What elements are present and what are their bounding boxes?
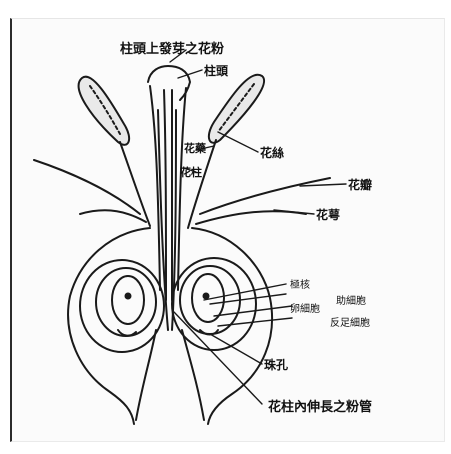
ovary-wall-right	[192, 228, 272, 424]
label-style: 花柱	[180, 164, 202, 180]
label-polar-nuclei: 極核	[290, 276, 310, 291]
label-anther: 花藥	[184, 140, 206, 156]
label-filament: 花絲	[260, 144, 284, 161]
label-micropyle: 珠孔	[264, 356, 288, 373]
label-stigma: 柱頭	[204, 62, 228, 79]
petal-left	[34, 160, 140, 214]
label-sepal: 花萼	[316, 206, 340, 223]
petal-right	[200, 178, 330, 214]
label-synergid: 助細胞	[336, 292, 366, 307]
left-anther	[79, 77, 130, 145]
label-egg-cell: 卵細胞	[290, 300, 320, 315]
ovary-wall-left	[68, 228, 150, 424]
label-petal: 花瓣	[348, 176, 372, 193]
style-right	[178, 88, 186, 290]
label-antipodal: 反足細胞	[330, 314, 370, 329]
stigma	[148, 66, 190, 100]
label-pollen-on-stigma: 柱頭上發芽之花粉	[120, 38, 224, 57]
sepal-right	[196, 211, 306, 224]
label-pollen-tube: 花柱內伸長之粉管	[268, 396, 372, 415]
ovule-left	[80, 260, 164, 352]
